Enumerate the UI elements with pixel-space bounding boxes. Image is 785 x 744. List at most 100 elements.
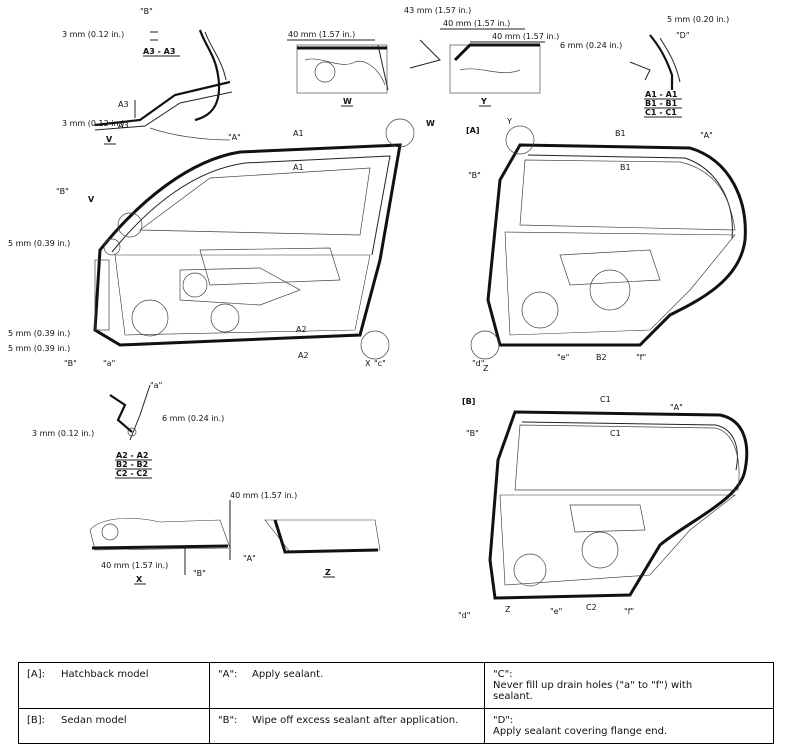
legend-text: Wipe off excess sealant after applicatio… [252, 715, 459, 726]
callout-b-front-2: "B" [64, 359, 77, 368]
marker-b1-rear-2: B1 [620, 163, 631, 172]
callout-b-rear: "B" [468, 171, 481, 180]
marker-c1-sedan-2: C1 [610, 429, 621, 438]
rear-door-hatchback: [A] Y B1 B1 "A" "B" "d" Z "e" B2 "f" [466, 117, 747, 373]
view-label-w: W [343, 97, 352, 106]
detail-view-z: "A" Z [243, 519, 381, 578]
dim-40mm-x2: 40 mm (1.57 in.) [101, 561, 168, 570]
dim-5mm-front-2: 5 mm (0.39 in.) [8, 329, 70, 338]
marker-a1-front-1: A1 [293, 129, 304, 138]
detail-a2-section: "a" 6 mm (0.24 in.) 3 mm (0.12 in.) A2 -… [32, 381, 224, 479]
view-label-z-rear: Z [483, 364, 489, 373]
marker-a2-front-1: A2 [296, 325, 307, 334]
legend-text: Sedan model [61, 715, 127, 726]
section-label-a1: A1 - A1 [645, 90, 678, 99]
legend-cell: [B]: Sedan model [18, 708, 210, 744]
dim-5mm-right: 5 mm (0.20 in.) [667, 15, 729, 24]
legend-cell: "D":Apply sealant covering flange end. [484, 708, 774, 744]
marker-a3-v1: A3 [118, 100, 129, 109]
callout-b-x: "B" [193, 569, 206, 578]
detail-a3-section: 3 mm (0.12 in.) "B" A3 - A3 [62, 7, 227, 122]
detail-view-w: 40 mm (1.57 in.) W [287, 30, 389, 107]
section-label-c2: C2 - C2 [116, 469, 148, 478]
callout-a-rear: "A" [700, 131, 713, 140]
view-label-x-front: X [365, 359, 371, 368]
marker-a3-v2: A3 [118, 121, 129, 130]
dim-40mm-y1: 40 mm (1.57 in.) [443, 19, 510, 28]
callout-a-sedan: "A" [670, 403, 683, 412]
callout-d-sedan: "d" [458, 611, 470, 620]
callout-d-rear: "d" [472, 359, 484, 368]
callout-b-top: "B" [140, 7, 153, 16]
legend-cell: [A]: Hatchback model [18, 662, 210, 709]
callout-e-sedan: "e" [550, 607, 562, 616]
detail-a1-section: 5 mm (0.20 in.) "D" 6 mm (0.24 in.) A1 -… [560, 15, 729, 118]
dim-3mm-v: 3 mm (0.12 in.) [62, 119, 124, 128]
view-label-x: X [136, 575, 143, 584]
section-label-a3: A3 - A3 [143, 47, 175, 56]
legend-table: [A]: Hatchback model "A": Apply sealant. "… [18, 662, 774, 744]
model-label-b: [B] [462, 397, 475, 406]
marker-a2-front-2: A2 [298, 351, 309, 360]
legend-cell: "B": Wipe off excess sealant after applic… [209, 708, 485, 744]
legend-key: "C": [493, 669, 513, 680]
dim-3mm-sec2: 3 mm (0.12 in.) [32, 429, 94, 438]
callout-b-sedan: "B" [466, 429, 479, 438]
callout-a-front: "A" [228, 133, 241, 142]
dim-40mm-y2: 40 mm (1.57 in.) [492, 32, 559, 41]
marker-c1-sedan-1: C1 [600, 395, 611, 404]
view-label-z-sedan: Z [505, 605, 511, 614]
legend-text: Apply sealant covering flange end. [493, 726, 668, 737]
dim-40mm-w: 40 mm (1.57 in.) [288, 30, 355, 39]
view-label-v-front: V [88, 195, 95, 204]
legend-key: "A": [218, 669, 238, 680]
callout-a-sec2: "a" [150, 381, 162, 390]
callout-b-front: "B" [56, 187, 69, 196]
marker-a1-front-2: A1 [293, 163, 304, 172]
sealant-diagram: 3 mm (0.12 in.) "B" A3 - A3 A3 A3 3 mm (… [8, 6, 749, 620]
section-label-b1: B1 - B1 [645, 99, 678, 108]
view-label-w-front: W [426, 119, 435, 128]
detail-view-y: 43 mm (1.57 in.) 40 mm (1.57 in.) 40 mm … [404, 6, 559, 107]
dim-6mm-right: 6 mm (0.24 in.) [560, 41, 622, 50]
dim-6mm-sec2: 6 mm (0.24 in.) [162, 414, 224, 423]
dim-3mm-top: 3 mm (0.12 in.) [62, 30, 124, 39]
marker-b2-rear: B2 [596, 353, 607, 362]
dim-40mm-x1: 40 mm (1.57 in.) [230, 491, 297, 500]
detail-view-v: A3 A3 3 mm (0.12 in.) V [62, 80, 233, 145]
legend-key: "D": [493, 715, 514, 726]
dim-5mm-front-1: 5 mm (0.39 in.) [8, 239, 70, 248]
callout-e-rear: "e" [557, 353, 569, 362]
callout-a-front-2: "a" [103, 359, 115, 368]
rear-door-sedan: [B] C1 C1 "A" "B" "d" Z "e" C2 "f" [458, 395, 749, 620]
section-label-b2: B2 - B2 [116, 460, 148, 469]
legend-key: [A]: [27, 669, 46, 680]
legend-text: Apply sealant. [252, 669, 324, 680]
section-label-a2: A2 - A2 [116, 451, 148, 460]
legend-cell: "C":Never fill up drain holes ("a" to "f… [484, 662, 774, 709]
view-label-z: Z [325, 568, 331, 577]
callout-a-z: "A" [243, 554, 256, 563]
front-door: "A" A1 A1 A2 A2 W "B" V 5 mm (0.39 in.) … [8, 118, 435, 368]
callout-f-sedan: "f" [624, 607, 634, 616]
legend-key: "B": [218, 715, 238, 726]
dim-43mm-y: 43 mm (1.57 in.) [404, 6, 471, 15]
legend-key: [B]: [27, 715, 46, 726]
dim-5mm-front-3: 5 mm (0.39 in.) [8, 344, 70, 353]
model-label-a: [A] [466, 126, 480, 135]
legend-row: [A]: Hatchback model "A": Apply sealant. "… [18, 662, 774, 709]
view-label-v: V [106, 135, 113, 144]
view-label-y: Y [480, 97, 487, 106]
marker-c2-sedan: C2 [586, 603, 597, 612]
section-label-c1: C1 - C1 [645, 108, 677, 117]
view-label-y-rear: Y [506, 117, 512, 126]
callout-f-rear: "f" [636, 353, 646, 362]
marker-b1-rear-1: B1 [615, 129, 626, 138]
legend-text: Hatchback model [61, 669, 149, 680]
callout-c-front: "c" [374, 359, 386, 368]
callout-d: "D" [676, 31, 690, 40]
legend-row: [B]: Sedan model "B": Wipe off excess seal… [18, 708, 774, 744]
legend-cell: "A": Apply sealant. [209, 662, 485, 709]
legend-text: Never fill up drain holes ("a" to "f") w… [493, 680, 693, 702]
detail-view-x: 40 mm (1.57 in.) 40 mm (1.57 in.) "B" X [89, 491, 297, 585]
